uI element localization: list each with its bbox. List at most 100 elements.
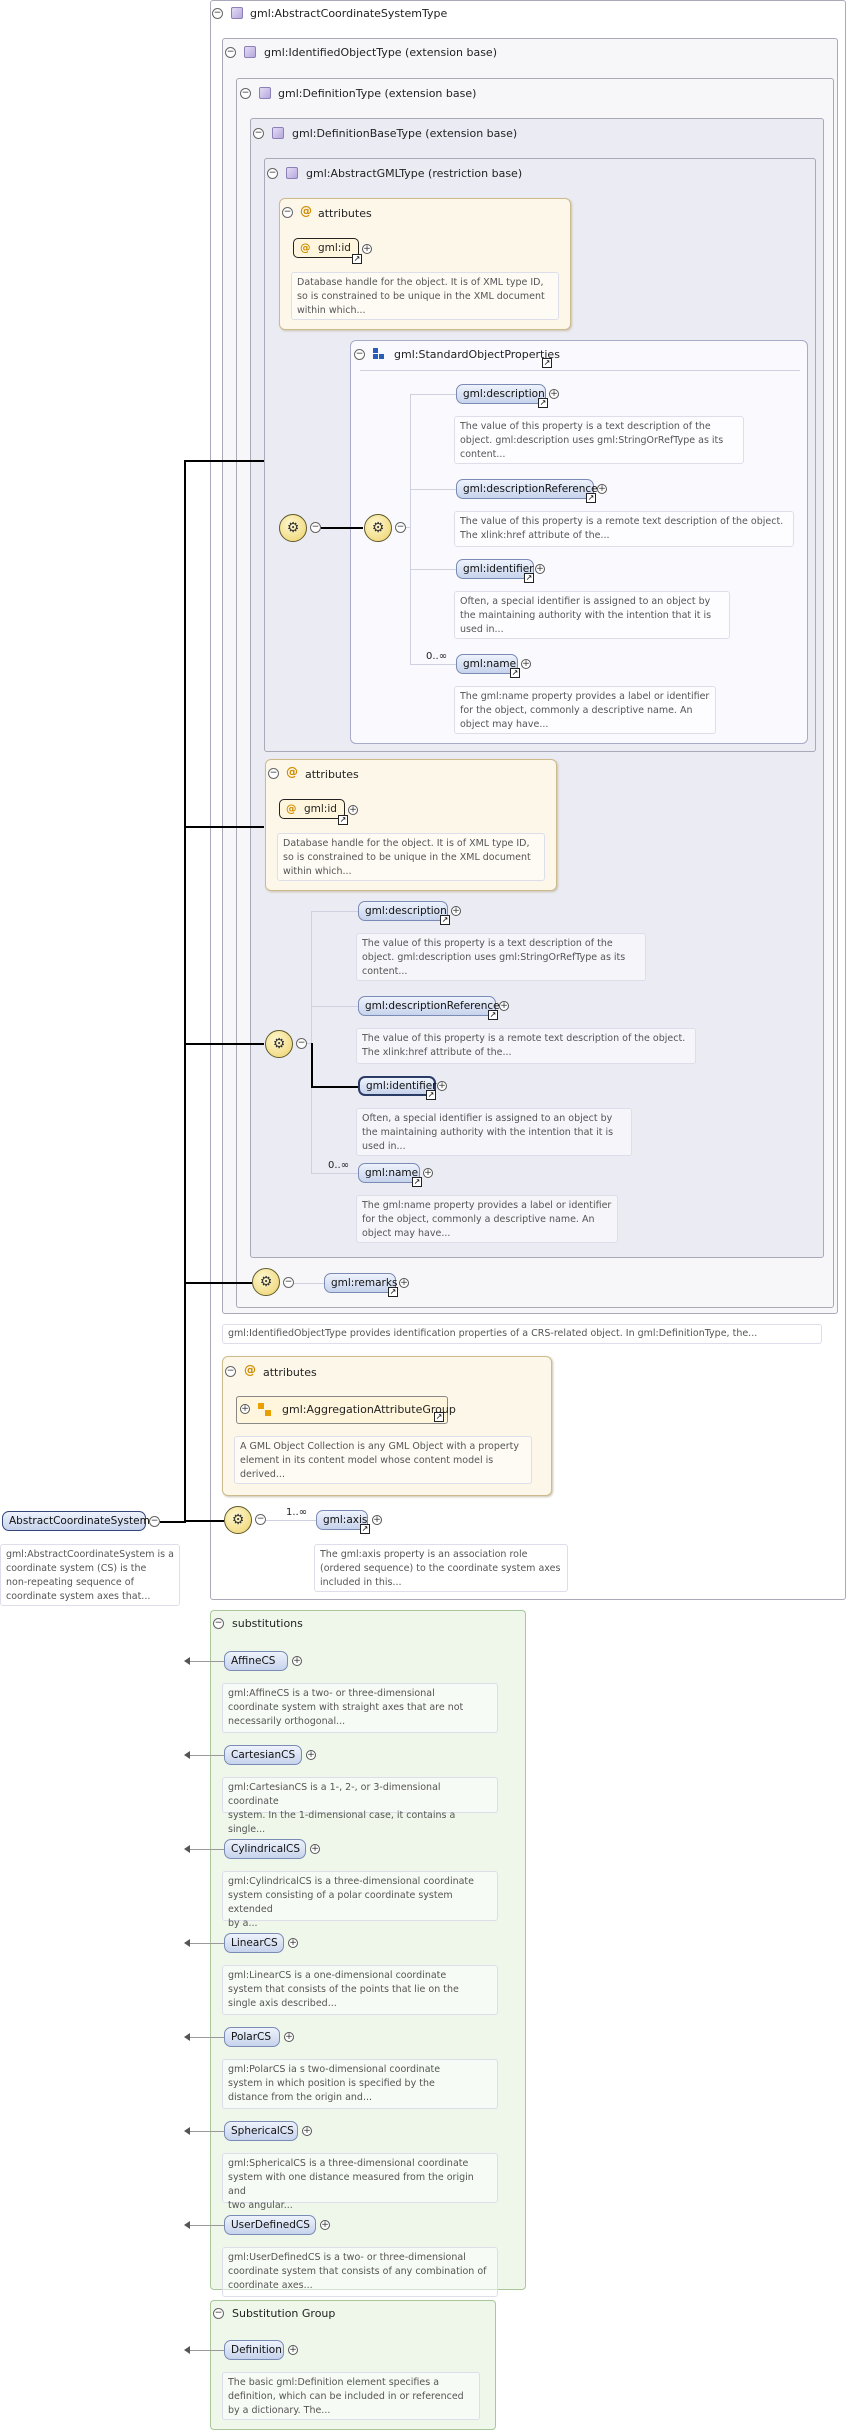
- expand-toggle[interactable]: +: [372, 1515, 382, 1525]
- substitution-element[interactable]: SphericalCS: [224, 2121, 298, 2141]
- expand-toggle[interactable]: +: [399, 1278, 409, 1288]
- tree-line: [406, 527, 411, 528]
- expand-toggle[interactable]: +: [284, 2032, 294, 2042]
- group-underline: [360, 370, 800, 371]
- root-element-description: gml:AbstractCoordinateSystem is a coordi…: [0, 1544, 180, 1606]
- expand-toggle[interactable]: +: [521, 659, 531, 669]
- identifier-element[interactable]: gml:identifier: [456, 559, 534, 579]
- tree-line: [311, 911, 312, 1173]
- collapse-toggle[interactable]: −: [225, 1366, 236, 1377]
- connector: [190, 1943, 224, 1944]
- name-element[interactable]: gml:name: [358, 1163, 420, 1183]
- expand-toggle[interactable]: +: [437, 1081, 447, 1091]
- collapse-toggle[interactable]: −: [283, 1277, 294, 1288]
- collapse-toggle[interactable]: −: [253, 128, 264, 139]
- link-icon[interactable]: ↗: [538, 398, 548, 408]
- sequence-compositor-icon: ⚙: [364, 514, 392, 542]
- element-description: The value of this property is a remote t…: [454, 511, 794, 547]
- substitution-element[interactable]: AffineCS: [224, 1651, 288, 1671]
- substitution-description: gml:CartesianCS is a 1-, 2-, or 3-dimens…: [222, 1777, 498, 1835]
- substitution-element[interactable]: CylindricalCS: [224, 1839, 306, 1859]
- expand-toggle[interactable]: +: [423, 1168, 433, 1178]
- expand-toggle[interactable]: +: [348, 805, 358, 815]
- link-icon[interactable]: ↗: [510, 668, 520, 678]
- arrow-left-icon: [184, 2127, 190, 2135]
- collapse-toggle[interactable]: −: [212, 8, 223, 19]
- expand-toggle[interactable]: +: [320, 2220, 330, 2230]
- collapse-toggle[interactable]: −: [213, 2308, 224, 2319]
- description-reference-element[interactable]: gml:descriptionReference: [456, 479, 598, 499]
- link-icon[interactable]: ↗: [542, 358, 552, 368]
- link-icon[interactable]: ↗: [434, 1412, 444, 1422]
- expand-toggle[interactable]: +: [362, 244, 372, 254]
- collapse-toggle[interactable]: −: [255, 1514, 266, 1525]
- expand-toggle[interactable]: +: [292, 1656, 302, 1666]
- expand-toggle[interactable]: +: [288, 1938, 298, 1948]
- substitution-description: gml:LinearCS is a one-dimensional coordi…: [222, 1965, 498, 2015]
- type-header: gml:AbstractGMLType (restriction base): [306, 167, 523, 180]
- collapse-toggle[interactable]: −: [296, 1038, 307, 1049]
- collapse-toggle[interactable]: −: [240, 88, 251, 99]
- description-reference-element[interactable]: gml:descriptionReference: [358, 996, 500, 1016]
- attribute-icon: @: [244, 1363, 256, 1377]
- substitution-description: gml:AffineCS is a two- or three-dimensio…: [222, 1683, 498, 1733]
- name-element[interactable]: gml:name: [456, 654, 518, 674]
- collapse-toggle[interactable]: −: [354, 349, 365, 360]
- link-icon[interactable]: ↗: [586, 493, 596, 503]
- type-header: gml:DefinitionBaseType (extension base): [292, 127, 518, 140]
- expand-toggle[interactable]: +: [499, 1001, 509, 1011]
- collapse-toggle[interactable]: −: [395, 522, 406, 533]
- connector: [190, 2131, 224, 2132]
- attribute-description: Database handle for the object. It is of…: [291, 272, 559, 320]
- identifier-element[interactable]: gml:identifier: [358, 1076, 436, 1096]
- substitution-element[interactable]: UserDefinedCS: [224, 2215, 316, 2235]
- substitution-element[interactable]: CartesianCS: [224, 1745, 302, 1765]
- element-description: The value of this property is a text des…: [454, 416, 744, 464]
- link-icon[interactable]: ↗: [338, 815, 348, 825]
- substitution-element[interactable]: PolarCS: [224, 2027, 280, 2047]
- collapse-toggle[interactable]: −: [310, 522, 321, 533]
- substitution-group-title: Substitution Group: [232, 2307, 336, 2320]
- substitution-element[interactable]: LinearCS: [224, 1933, 284, 1953]
- link-icon[interactable]: ↗: [440, 915, 450, 925]
- expand-toggle[interactable]: +: [549, 389, 559, 399]
- definition-element[interactable]: Definition: [224, 2340, 284, 2360]
- expand-toggle[interactable]: +: [306, 1750, 316, 1760]
- link-icon[interactable]: ↗: [426, 1090, 436, 1100]
- substitution-description: gml:CylindricalCS is a three-dimensional…: [222, 1871, 498, 1929]
- link-icon[interactable]: ↗: [488, 1010, 498, 1020]
- arrow-left-icon: [184, 2346, 190, 2354]
- expand-toggle[interactable]: +: [240, 1404, 250, 1414]
- expand-toggle[interactable]: +: [302, 2126, 312, 2136]
- link-icon[interactable]: ↗: [352, 254, 362, 264]
- expand-toggle[interactable]: +: [288, 2345, 298, 2355]
- description-element[interactable]: gml:description: [456, 384, 546, 404]
- remarks-element[interactable]: gml:remarks: [324, 1273, 397, 1293]
- complex-type-icon: [272, 127, 284, 139]
- collapse-toggle[interactable]: −: [225, 47, 236, 58]
- description-element[interactable]: gml:description: [358, 901, 448, 921]
- gml-id-attribute[interactable]: gml:id: [293, 238, 359, 258]
- link-icon[interactable]: ↗: [360, 1524, 370, 1534]
- link-icon[interactable]: ↗: [412, 1177, 422, 1187]
- collapse-toggle[interactable]: −: [268, 768, 279, 779]
- gml-id-attribute[interactable]: gml:id: [279, 799, 345, 819]
- collapse-toggle[interactable]: −: [149, 1516, 160, 1527]
- expand-toggle[interactable]: +: [451, 906, 461, 916]
- connector: [190, 2037, 224, 2038]
- group-title: gml:StandardObjectProperties: [394, 348, 560, 361]
- expand-toggle[interactable]: +: [597, 484, 607, 494]
- link-icon[interactable]: ↗: [524, 573, 534, 583]
- collapse-toggle[interactable]: −: [267, 168, 278, 179]
- tree-line: [410, 394, 456, 395]
- axis-element[interactable]: gml:axis: [316, 1510, 368, 1530]
- type-description: gml:IdentifiedObjectType provides identi…: [222, 1324, 822, 1344]
- attribute-group-box[interactable]: [236, 1396, 448, 1424]
- root-element-abstract-coordinate-system[interactable]: AbstractCoordinateSystem: [2, 1511, 150, 1531]
- substitutions-title: substitutions: [232, 1617, 303, 1630]
- collapse-toggle[interactable]: −: [213, 1618, 224, 1629]
- expand-toggle[interactable]: +: [310, 1844, 320, 1854]
- collapse-toggle[interactable]: −: [282, 207, 293, 218]
- link-icon[interactable]: ↗: [388, 1287, 398, 1297]
- expand-toggle[interactable]: +: [535, 564, 545, 574]
